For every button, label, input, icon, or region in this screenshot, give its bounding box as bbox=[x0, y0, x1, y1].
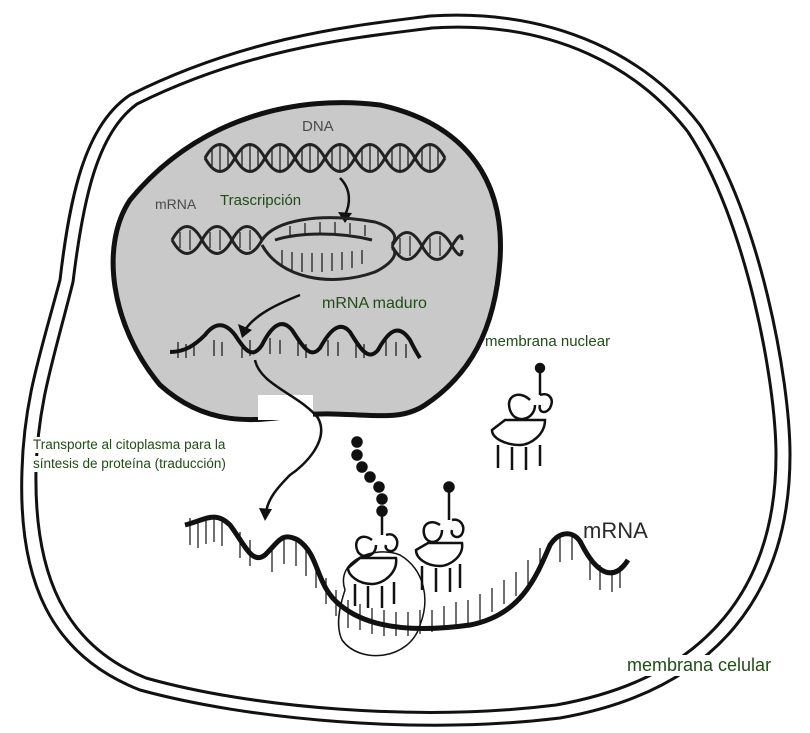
mrna-label-cytoplasm: mRNA bbox=[583, 518, 648, 543]
nuclear-membrane-label: membrana nuclear bbox=[485, 333, 610, 350]
cytoplasm-mrna-strand bbox=[185, 516, 628, 636]
transport-label-line2: síntesis de proteína (traducción) bbox=[33, 456, 226, 472]
trna-polypeptide bbox=[348, 438, 397, 609]
transport-label-line1: Transporte al citoplasma para la bbox=[33, 437, 225, 453]
mature-mrna-label: mRNA maduro bbox=[322, 295, 427, 313]
cell-membrane-label: membrana celular bbox=[625, 655, 773, 676]
trna-amino-acid bbox=[416, 483, 463, 593]
dna-label: DNA bbox=[302, 118, 334, 135]
mrna-label-nucleus: mRNA bbox=[155, 196, 196, 212]
nuclear-pore bbox=[258, 395, 313, 420]
free-trna-ribosome bbox=[492, 364, 552, 470]
transcription-label: Trascripción bbox=[220, 192, 301, 209]
nucleus bbox=[113, 103, 500, 420]
